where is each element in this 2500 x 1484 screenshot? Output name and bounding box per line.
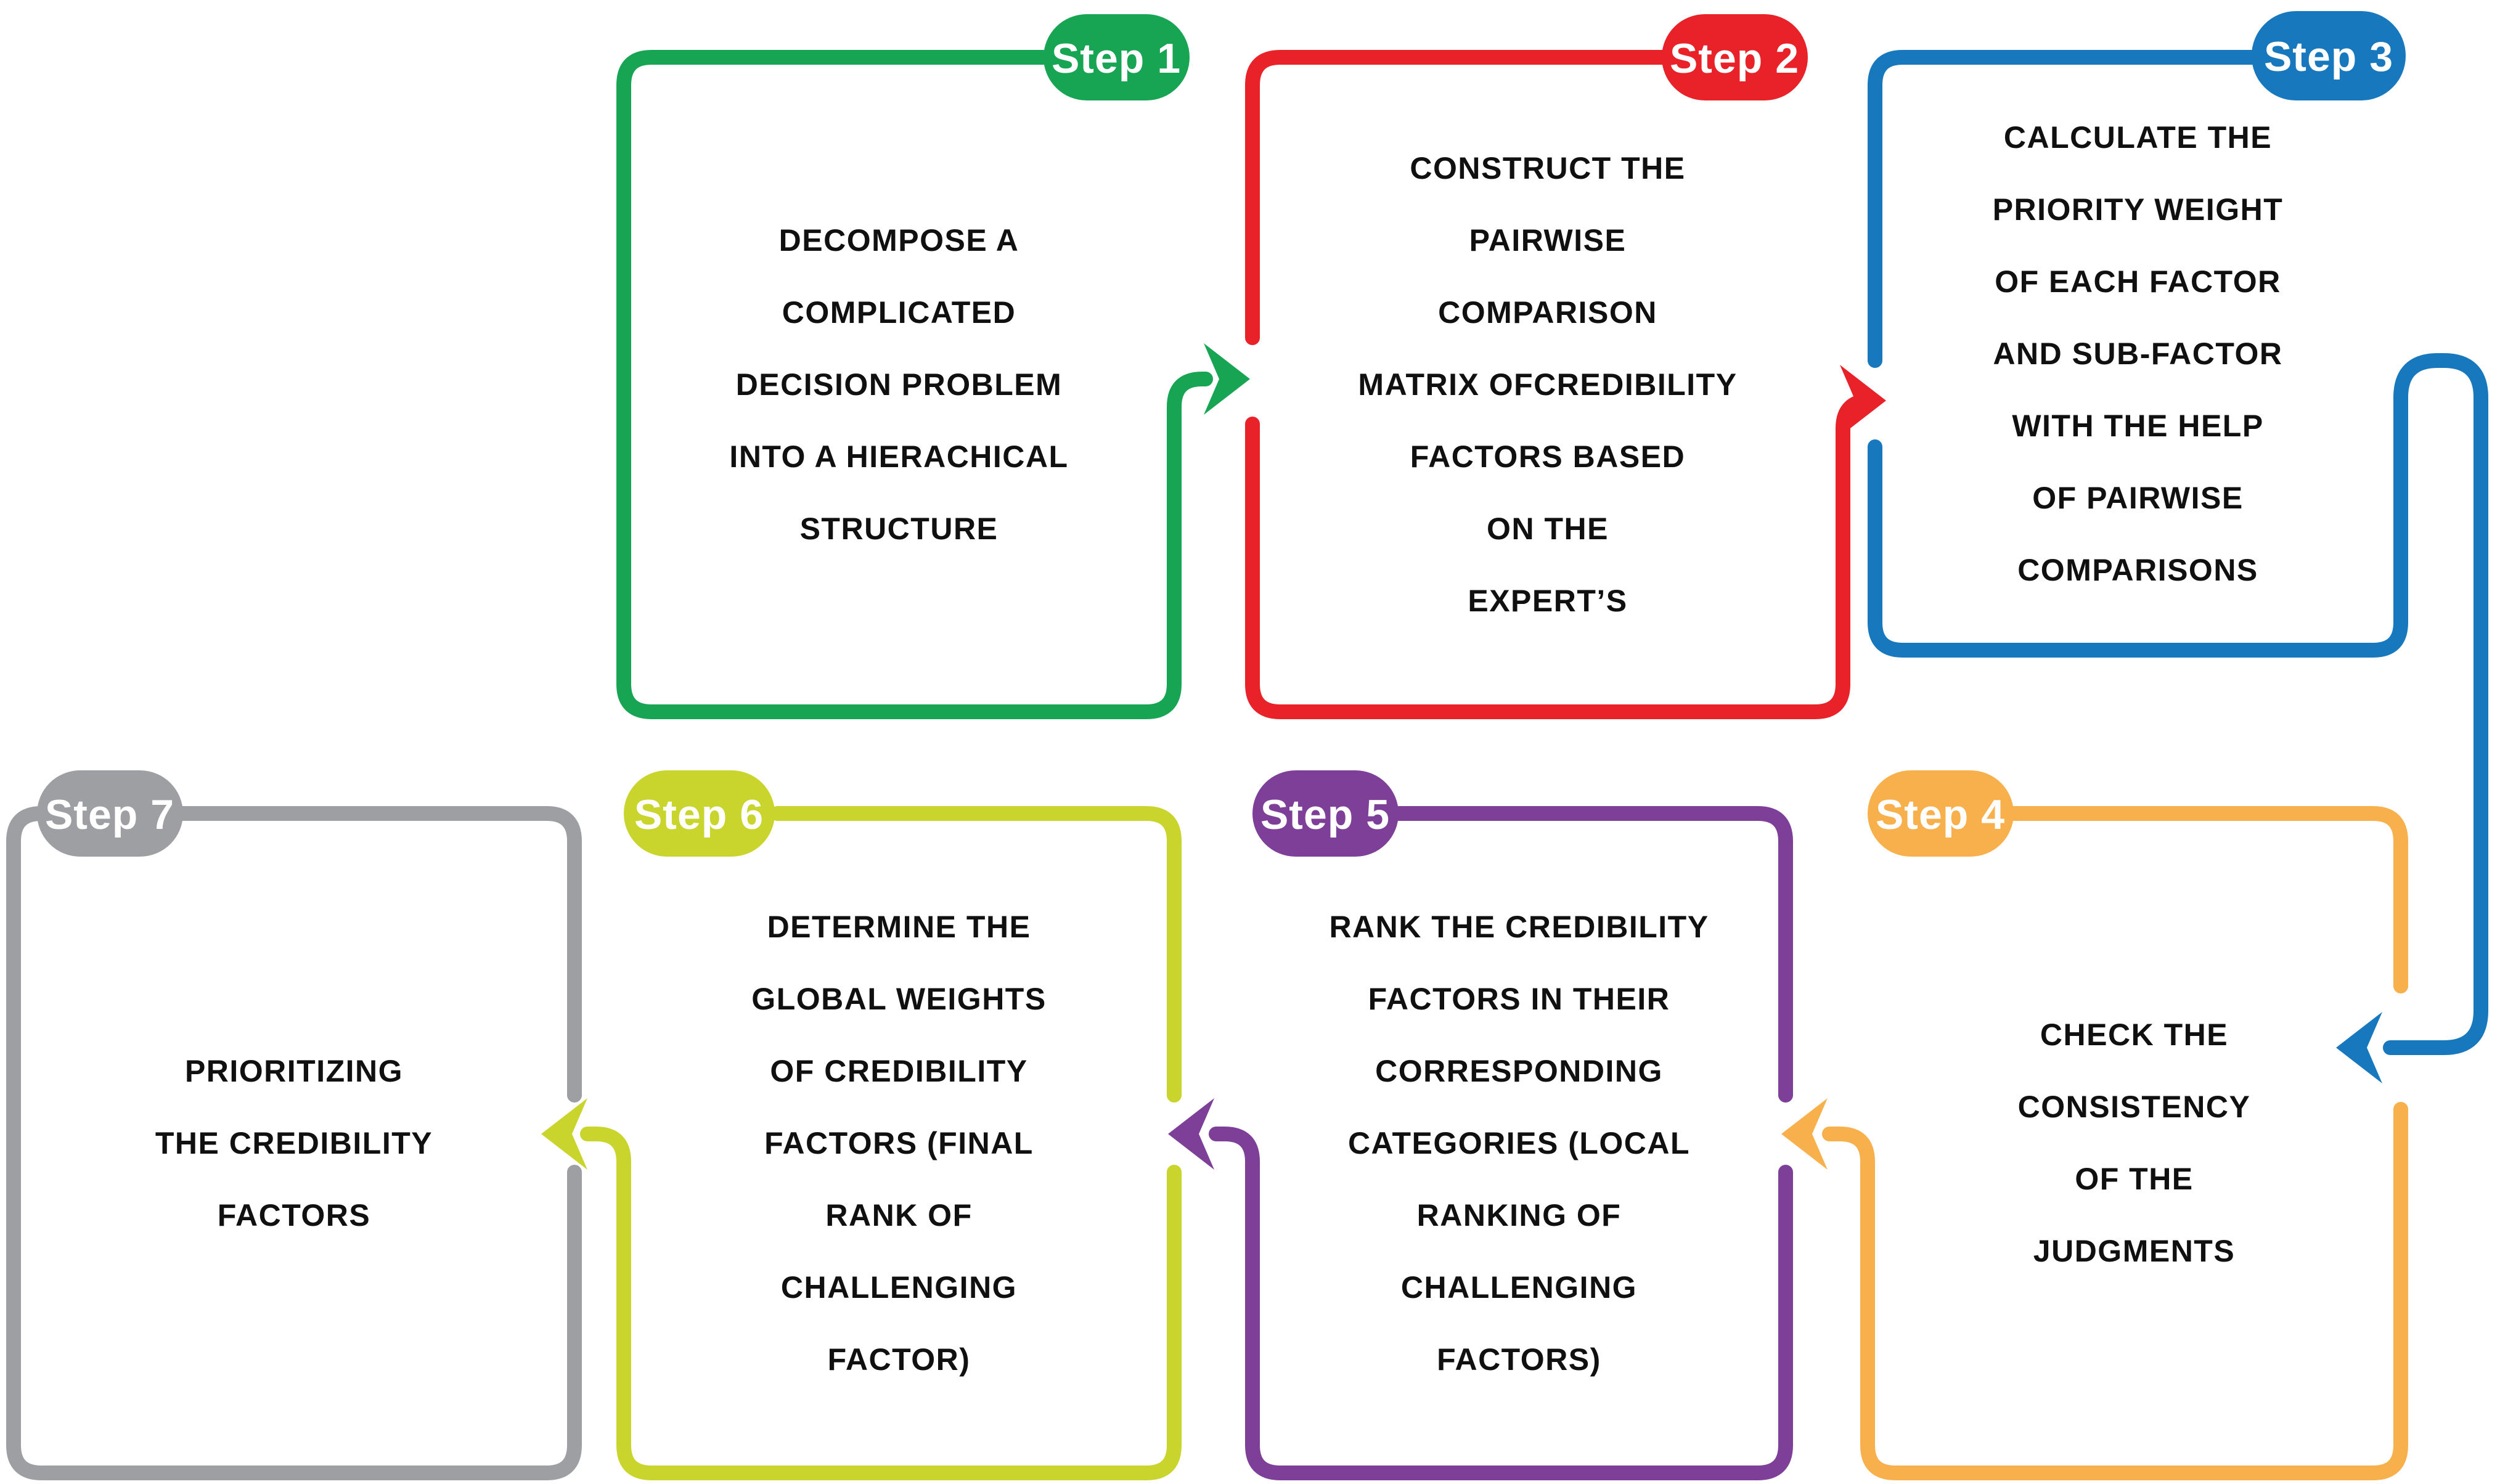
arrow-step3-to-step4 xyxy=(2336,1012,2382,1083)
step-3-outline xyxy=(1868,50,2488,1055)
step-2-line: FACTORS BASED xyxy=(1410,439,1686,474)
step-2-line: EXPERT’S xyxy=(1468,583,1628,618)
step-2-line: COMPARISON xyxy=(1438,295,1657,330)
step-5-line: CHALLENGING xyxy=(1400,1270,1638,1305)
step-3-line: OF EACH FACTOR xyxy=(1995,264,2281,299)
step-3-line: PRIORITY WEIGHT xyxy=(1992,192,2284,227)
step-4-badge-pill xyxy=(1868,770,2014,857)
arrow-step1-to-step2 xyxy=(1204,343,1250,415)
step-7-line: FACTORS xyxy=(217,1197,371,1233)
step-3-line: AND SUB-FACTOR xyxy=(1993,336,2283,371)
step-1-line: COMPLICATED xyxy=(782,295,1016,330)
step-3-line: OF PAIRWISE xyxy=(2032,480,2244,515)
step-5-line: FACTORS) xyxy=(1437,1342,1601,1377)
step-6-badge-label: Step 6 xyxy=(634,791,764,838)
arrow-step6-to-step7 xyxy=(541,1098,587,1170)
step-6-line: DETERMINE THE xyxy=(767,909,1031,944)
arrow-step2-to-step3 xyxy=(1840,365,1886,436)
step-5-line: RANKING OF xyxy=(1416,1197,1622,1233)
step-4-line: CONSISTENCY xyxy=(2017,1090,2251,1124)
step-5-line: FACTORS IN THEIR xyxy=(1368,981,1670,1016)
step-1-text: DECOMPOSE A COMPLICATED DECISION PROBLEM… xyxy=(624,57,1174,712)
step-3-line: WITH THE HELP xyxy=(2012,408,2264,443)
step-7-text: PRIORITIZING THE CREDIBILITY FACTORS xyxy=(14,813,574,1473)
step-5-badge: Step 5 xyxy=(1252,770,1399,857)
step-2-line: CONSTRUCT THE xyxy=(1410,150,1686,186)
step-3-line: CALCULATE THE xyxy=(2003,120,2273,155)
step-4-line: JUDGMENTS xyxy=(2033,1234,2236,1268)
step-7-badge: Step 7 xyxy=(37,770,183,857)
step-2-outline xyxy=(1245,50,1878,719)
step-1-badge-label: Step 1 xyxy=(1052,35,1181,82)
step-1-badge-pill xyxy=(1044,14,1190,100)
step-6-line: FACTORS (FINAL xyxy=(764,1125,1034,1160)
step-3-text: CALCULATE THE PRIORITY WEIGHT OF EACH FA… xyxy=(1875,57,2401,650)
step-7-outline xyxy=(6,806,582,1480)
step-5-text: RANK THE CREDIBILITY FACTORS IN THEIR CO… xyxy=(1252,813,1786,1473)
step-2-line: PAIRWISE xyxy=(1469,222,1627,258)
step-5-badge-pill xyxy=(1252,770,1399,857)
step-2-badge-pill xyxy=(1662,14,1808,100)
step-1-line: DECOMPOSE A xyxy=(778,222,1019,258)
step-7-line: PRIORITIZING xyxy=(184,1053,404,1088)
step-3-line: COMPARISONS xyxy=(2017,552,2258,587)
step-6-outline xyxy=(580,806,1182,1480)
step-3-badge-pill xyxy=(2252,11,2406,100)
step-4-badge: Step 4 xyxy=(1868,770,2014,857)
step-6-line: GLOBAL WEIGHTS xyxy=(751,981,1047,1016)
step-7-badge-pill xyxy=(37,770,183,857)
step-4-line: OF THE xyxy=(2075,1162,2194,1196)
step-2-badge-label: Step 2 xyxy=(1670,35,1799,82)
step-1-line: STRUCTURE xyxy=(799,511,999,546)
step-1-line: INTO A HIERACHICAL xyxy=(729,439,1069,474)
step-4-line: CHECK THE xyxy=(2040,1017,2229,1052)
step-6-text: DETERMINE THE GLOBAL WEIGHTS OF CREDIBIL… xyxy=(624,813,1174,1473)
step-6-badge-pill xyxy=(624,770,775,857)
step-1-outline xyxy=(616,50,1213,719)
step-5-badge-label: Step 5 xyxy=(1260,791,1390,838)
step-3-badge: Step 3 xyxy=(2252,11,2406,100)
step-4-text: CHECK THE CONSISTENCY OF THE JUDGMENTS xyxy=(1868,813,2401,1473)
arrow-step4-to-step5 xyxy=(1781,1098,1828,1170)
step-5-line: CORRESPONDING xyxy=(1375,1053,1663,1088)
step-1-badge: Step 1 xyxy=(1044,14,1190,100)
step-1-line: DECISION PROBLEM xyxy=(735,367,1063,402)
step-2-badge: Step 2 xyxy=(1662,14,1808,100)
step-3-badge-label: Step 3 xyxy=(2264,33,2393,80)
step-5-line: CATEGORIES (LOCAL xyxy=(1347,1125,1691,1160)
step-6-line: OF CREDIBILITY xyxy=(770,1053,1028,1088)
step-5-line: RANK THE CREDIBILITY xyxy=(1329,909,1709,944)
step-4-outline xyxy=(1822,806,2408,1480)
arrow-step5-to-step6 xyxy=(1168,1098,1214,1170)
step-4-badge-label: Step 4 xyxy=(1876,791,2005,838)
step-2-text: CONSTRUCT THE PAIRWISE COMPARISON MATRIX… xyxy=(1252,57,1843,712)
step-2-line: MATRIX OFCREDIBILITY xyxy=(1358,367,1738,402)
step-7-line: THE CREDIBILITY xyxy=(155,1125,433,1160)
step-7-badge-label: Step 7 xyxy=(45,791,174,838)
step-6-line: FACTOR) xyxy=(827,1342,971,1377)
step-6-badge: Step 6 xyxy=(624,770,775,857)
step-5-outline xyxy=(1209,806,1793,1480)
step-6-line: RANK OF xyxy=(825,1197,973,1233)
step-2-line: ON THE xyxy=(1487,511,1609,546)
step-6-line: CHALLENGING xyxy=(780,1270,1018,1305)
